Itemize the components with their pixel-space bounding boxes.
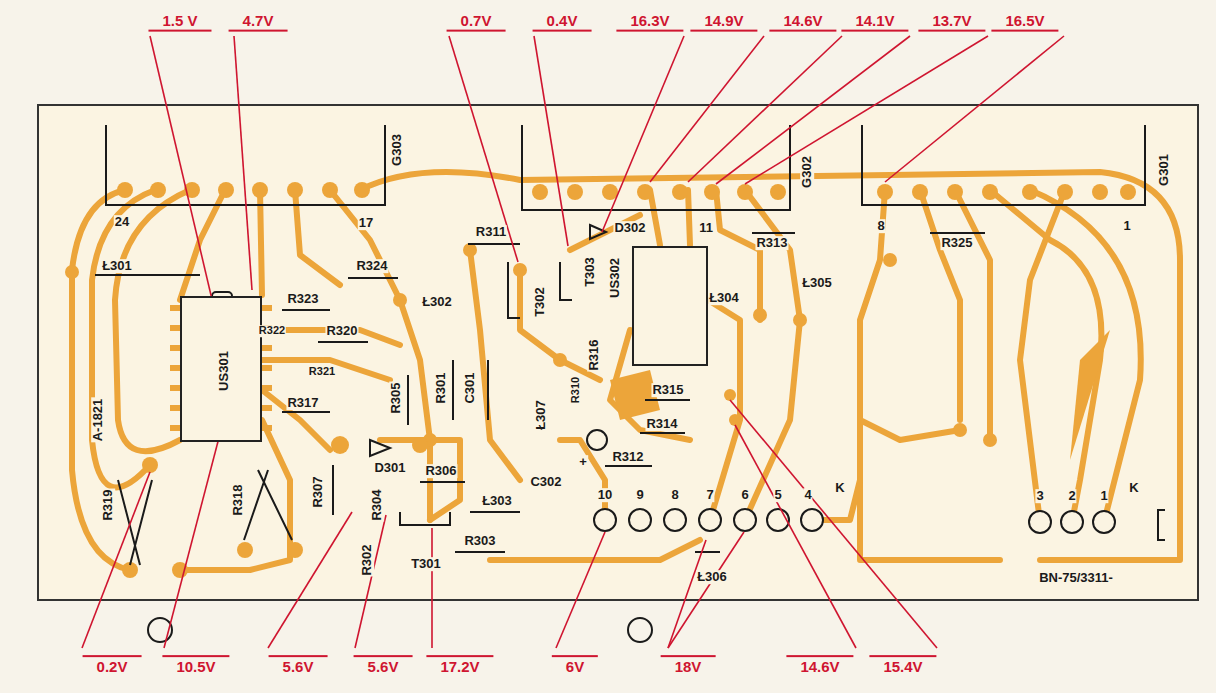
voltage-callout: 17.2V — [426, 655, 493, 675]
component-label: R303 — [463, 534, 496, 548]
ic-package: US301 — [180, 296, 262, 442]
voltage-callout: 14.1V — [841, 13, 908, 32]
voltage-callout: 1.5 V — [148, 13, 211, 32]
voltage-callout: 15.4V — [869, 655, 936, 675]
component-label: BN-75/3311- — [1038, 571, 1114, 585]
voltage-callout: 0.4V — [533, 13, 592, 32]
component-label: G301 — [1157, 153, 1171, 187]
leader-lines — [82, 36, 1064, 648]
copper-traces — [72, 172, 1180, 570]
component-label: R310 — [570, 376, 582, 404]
voltage-callout: 14.6V — [769, 13, 836, 32]
component-label: 9 — [635, 488, 644, 502]
component-label: C302 — [529, 475, 562, 489]
component-label: R318 — [231, 483, 245, 516]
voltage-callout: 5.6V — [354, 655, 413, 675]
component-label: K — [834, 481, 845, 495]
component-label: 1 — [1099, 489, 1108, 503]
ic-package: US302 — [632, 246, 708, 366]
component-label: Ł302 — [421, 295, 453, 309]
component-label: T302 — [533, 286, 547, 318]
voltage-callout: 16.5V — [991, 13, 1058, 32]
component-label: 8 — [670, 488, 679, 502]
component-label: 5 — [773, 488, 782, 502]
component-label: 2 — [1067, 489, 1076, 503]
component-label: R302 — [360, 543, 374, 576]
component-label: Ł303 — [481, 494, 513, 508]
connector-outline — [106, 125, 1165, 642]
component-label: R312 — [611, 450, 644, 464]
component-label: 1 — [1122, 219, 1131, 233]
component-label: R320 — [325, 324, 358, 338]
voltage-callout: 16.3V — [616, 13, 683, 32]
component-label: G302 — [800, 155, 814, 189]
component-label: R301 — [434, 371, 448, 404]
component-label: R314 — [645, 417, 678, 431]
ic-label: US301 — [216, 351, 231, 391]
component-label: 11 — [698, 221, 714, 235]
voltage-callout: 0.2V — [83, 655, 142, 675]
component-label: R307 — [311, 475, 325, 508]
voltage-callout: 10.5V — [162, 655, 229, 675]
component-label: R305 — [389, 381, 403, 414]
connector-pads — [594, 509, 1115, 533]
component-label: Ł304 — [708, 291, 740, 305]
component-label: R323 — [286, 292, 319, 306]
ic-label: US302 — [607, 258, 622, 298]
component-label: 6 — [740, 488, 749, 502]
voltage-callout: 0.7V — [447, 13, 506, 32]
component-label: T301 — [410, 557, 442, 571]
component-label: T303 — [583, 256, 597, 288]
component-label: R319 — [101, 488, 115, 521]
component-label: R317 — [286, 396, 319, 410]
component-label: D301 — [373, 461, 406, 475]
component-label: R311 — [475, 225, 507, 239]
component-label: R306 — [424, 464, 457, 478]
component-label: R324 — [355, 259, 388, 273]
component-label: 4 — [803, 488, 812, 502]
component-label: R322 — [258, 325, 286, 337]
component-label: + — [578, 455, 588, 469]
voltage-callout: 6V — [552, 655, 598, 675]
component-label: 7 — [705, 488, 714, 502]
voltage-callout: 14.9V — [690, 13, 757, 32]
component-label: 3 — [1035, 489, 1044, 503]
component-label: 8 — [876, 219, 885, 233]
component-label: K — [1128, 481, 1139, 495]
component-label: G303 — [390, 133, 404, 167]
component-label: Ł306 — [696, 570, 728, 584]
component-label: R304 — [370, 488, 384, 521]
component-label: R315 — [651, 383, 684, 397]
voltage-callout: 18V — [661, 655, 716, 675]
component-label: R316 — [587, 338, 601, 371]
component-label: R321 — [308, 366, 336, 378]
component-label: D302 — [613, 221, 646, 235]
component-label: R313 — [755, 236, 788, 250]
board-outline — [38, 105, 1198, 600]
voltage-callout: 5.6V — [269, 655, 328, 675]
component-label: R325 — [940, 236, 973, 250]
component-label: Ł307 — [534, 399, 548, 431]
voltage-callout: 13.7V — [918, 13, 985, 32]
component-label: 17 — [358, 216, 374, 230]
component-label: 24 — [114, 215, 130, 229]
voltage-callout: 4.7V — [229, 13, 288, 32]
component-label: 10 — [597, 488, 613, 502]
voltage-callout: 14.6V — [786, 655, 853, 675]
component-outlines — [95, 225, 985, 565]
copper-pads — [65, 182, 1136, 578]
component-label: Ł305 — [801, 276, 833, 290]
component-label: Ł301 — [101, 259, 133, 273]
component-label: C301 — [463, 371, 477, 404]
component-label: A-1821 — [91, 398, 105, 443]
